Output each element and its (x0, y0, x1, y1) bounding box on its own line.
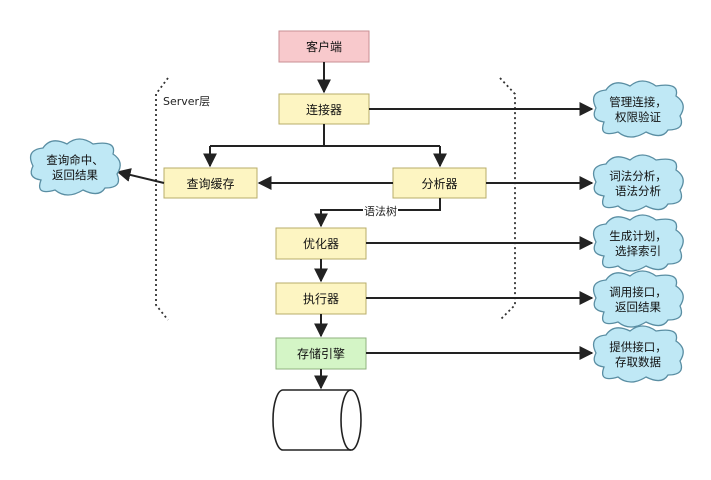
connector-box (278, 93, 370, 125)
storage-engine-label: 存储引擎 (296, 347, 345, 361)
cloud-call-interface-line1: 调用接口， (609, 285, 667, 299)
server-layer-bracket-right (499, 77, 516, 321)
cloud-connection-mgmt-text: 管理连接， 权限验证 (594, 87, 682, 133)
storage-engine-box (275, 337, 367, 370)
connector-branch-line (210, 124, 440, 147)
query-cache-label: 查询缓存 (186, 176, 235, 191)
executor-label: 执行器 (302, 292, 339, 306)
cloud-lexical-syntax-shape (592, 154, 684, 212)
cloud-store-fetch-line2: 存取数据 (615, 355, 661, 369)
executor-box (275, 282, 367, 315)
cloud-call-interface-line2: 返回结果 (615, 300, 661, 314)
cloud-connection-mgmt-line1: 管理连接， (609, 95, 667, 109)
cloud-store-fetch-shape (592, 325, 684, 383)
cloud-store-fetch-line1: 提供接口， (609, 340, 667, 354)
cloud-lexical-syntax-line2: 语法分析 (615, 184, 661, 198)
cloud-lexical-syntax-line1: 词法分析， (609, 169, 667, 183)
cloud-cache-hit-line2: 返回结果 (52, 168, 98, 182)
analyzer-label: 分析器 (421, 176, 458, 191)
cloud-call-interface-shape (592, 270, 684, 328)
query-cache-box (163, 167, 258, 199)
cloud-call-interface-text: 调用接口， 返回结果 (594, 277, 682, 323)
arrow-cache-to-cloud (116, 168, 165, 184)
cloud-cache-hit-text: 查询命中、 返回结果 (30, 145, 120, 191)
connector-label: 连接器 (305, 102, 342, 117)
cloud-plan-index-text: 生成计划， 选择索引 (594, 221, 682, 267)
cloud-store-fetch-text: 提供接口， 存取数据 (594, 332, 682, 378)
cloud-cache-hit-line1: 查询命中、 (46, 153, 104, 167)
cloud-cache-hit-shape (29, 138, 121, 196)
server-layer-label: Server层 (163, 95, 211, 108)
cloud-plan-index-line2: 选择索引 (615, 244, 661, 258)
database-cylinder-icon (272, 389, 362, 451)
cloud-connection-mgmt-shape (592, 80, 684, 138)
cloud-plan-index-line1: 生成计划， (609, 229, 667, 243)
client-label: 客户端 (305, 40, 342, 54)
server-layer-bracket-left (155, 77, 169, 321)
parse-tree-edge-label: 语法树 (363, 203, 398, 219)
optimizer-label: 优化器 (302, 237, 339, 251)
cloud-lexical-syntax-text: 词法分析， 语法分析 (594, 161, 682, 207)
cloud-connection-mgmt-line2: 权限验证 (615, 110, 661, 124)
cloud-plan-index-shape (592, 214, 684, 272)
